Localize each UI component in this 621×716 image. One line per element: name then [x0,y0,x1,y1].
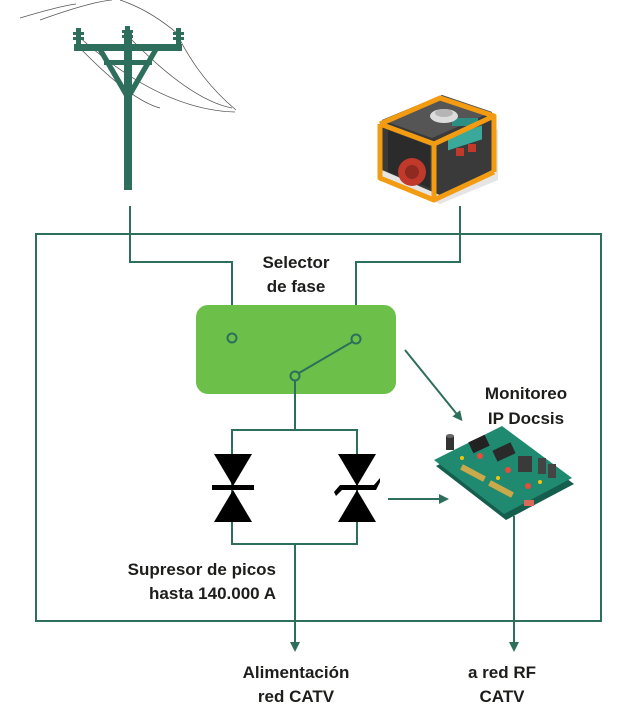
enclosure-box [35,233,602,622]
selector-switch [226,332,362,382]
connection-arrows [290,349,519,652]
suppressor-label-line1: Supresor de picos [128,560,276,579]
generator-icon [377,95,498,204]
rf-out-label-line2: CATV [479,687,525,706]
selector-label-line2: de fase [267,277,326,296]
input-wires [129,206,461,334]
selector-label-line1: Selector [262,253,329,272]
power-out-label-line2: red CATV [258,687,335,706]
rf-out-label-line1: a red RF [468,663,536,682]
monitor-label-line2: IP Docsis [488,409,564,428]
diode-left [212,454,254,522]
monitor-label-line1: Monitoreo [485,384,567,403]
utility-pole-icon [73,26,184,190]
suppressor-label-line2: hasta 140.000 A [149,584,276,603]
arrow-selector-to-monitor [404,349,463,422]
diode-right [334,454,380,522]
circuit-board-icon [434,426,574,520]
power-out-label-line1: Alimentación [243,663,350,682]
suppressor-wires [231,381,358,545]
phase-selector-box [196,305,396,394]
